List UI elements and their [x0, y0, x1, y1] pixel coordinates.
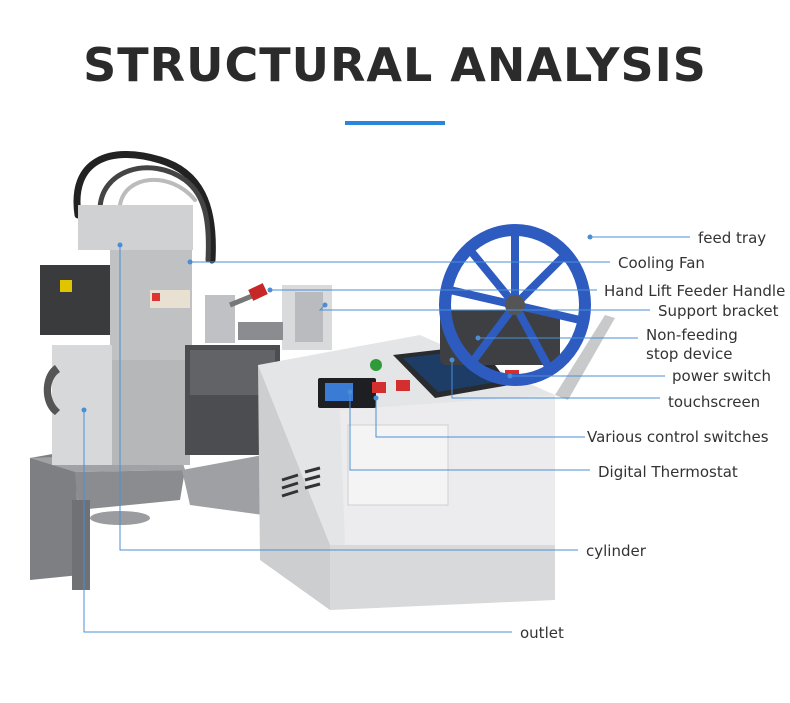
label-power-switch: power switch [672, 367, 772, 385]
label-non-feeding-1: Non-feeding [646, 326, 738, 344]
page-title: STRUCTURAL ANALYSIS [83, 38, 707, 92]
title-underline [345, 121, 445, 125]
label-digital-thermostat: Digital Thermostat [598, 463, 738, 481]
label-non-feeding-2: stop device [646, 345, 733, 363]
label-cooling-fan: Cooling Fan [618, 254, 705, 272]
callout-dots [81, 234, 593, 413]
feed-wheel [439, 224, 615, 400]
label-cylinder: cylinder [586, 542, 646, 560]
label-feed-tray: feed tray [698, 229, 767, 247]
cable-bundle [73, 151, 216, 264]
cylinder-column [40, 205, 193, 465]
label-outlet: outlet [520, 624, 564, 642]
label-touchscreen: touchscreen [668, 393, 761, 411]
handle-assembly [205, 283, 332, 350]
label-various-control-switches: Various control switches [587, 428, 769, 446]
label-hand-lift-feeder-handle: Hand Lift Feeder Handle [604, 282, 786, 300]
label-support-bracket: Support bracket [658, 302, 779, 320]
callout-lines [83, 236, 690, 633]
outlet-base [30, 450, 185, 590]
